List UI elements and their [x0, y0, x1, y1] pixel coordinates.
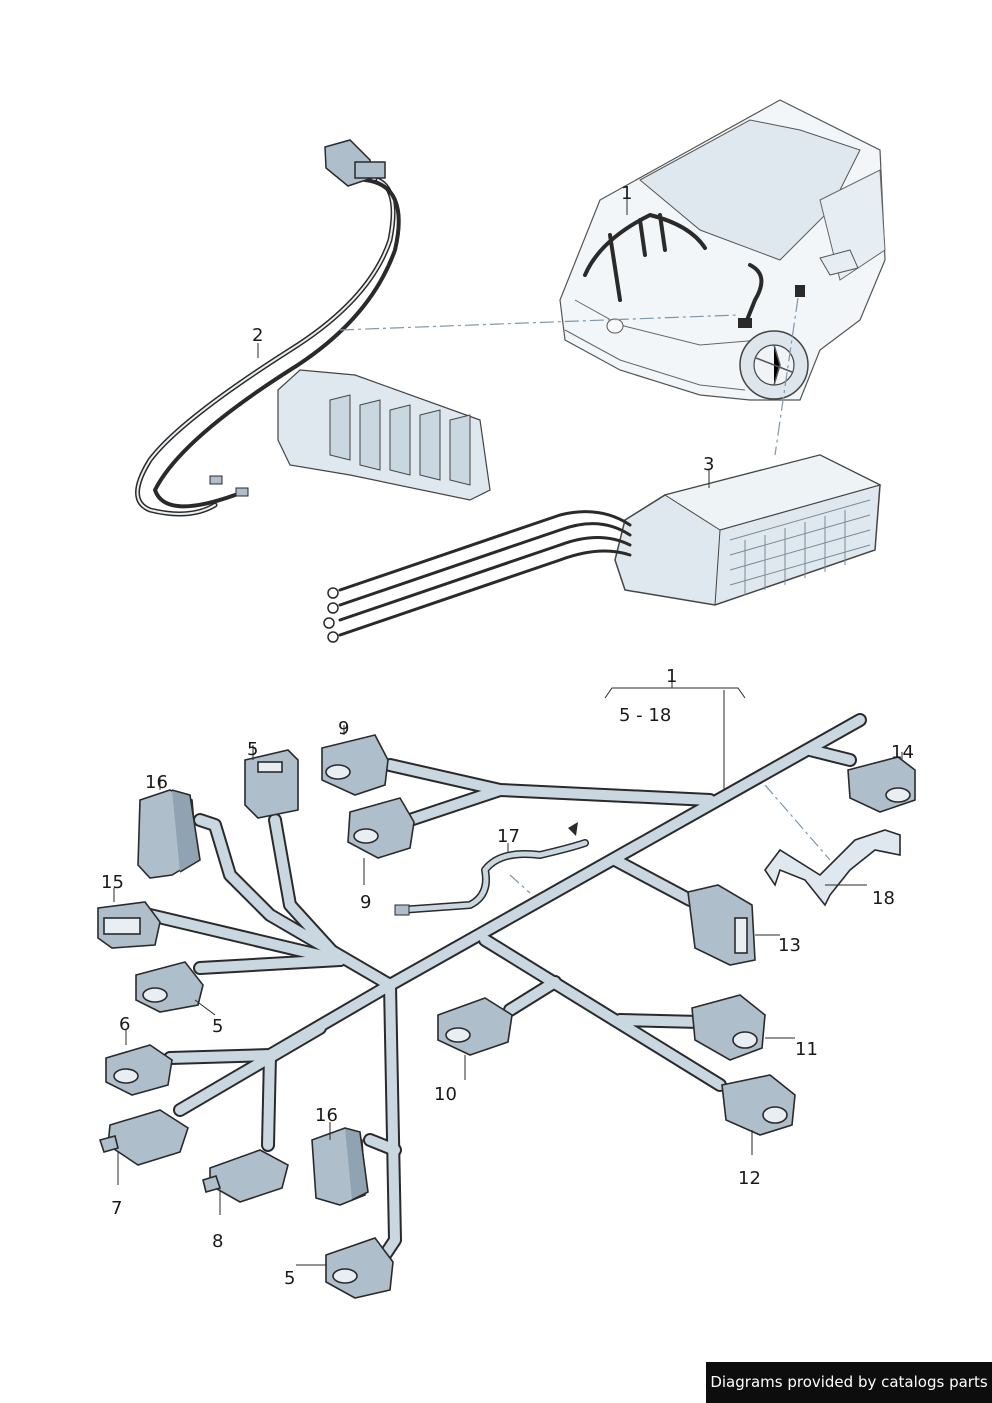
callout-17: 17: [497, 826, 520, 847]
connector-6: [105, 1044, 173, 1096]
callout-1-top: 1: [621, 183, 632, 204]
connector-5b: [135, 961, 204, 1013]
connector-12: [721, 1074, 796, 1136]
callout-6: 6: [119, 1014, 130, 1035]
fuse-bracket: [277, 369, 491, 501]
callout-7: 7: [111, 1198, 122, 1219]
connector-9a: [321, 734, 389, 796]
callout-9a: 9: [338, 718, 349, 739]
callout-16b: 16: [315, 1105, 338, 1126]
callout-5a: 5: [247, 739, 258, 760]
part-1-main-harness: [143, 713, 867, 1262]
callout-14: 14: [891, 742, 914, 763]
connector-8: [202, 1149, 289, 1203]
callout-9b: 9: [360, 892, 371, 913]
top-callout-ticks: [257, 198, 710, 488]
connector-5c: [325, 1237, 394, 1299]
connector-7: [98, 1109, 189, 1166]
part-3-fuse-box: [323, 454, 882, 643]
top-leaders: [339, 297, 799, 456]
callout-18: 18: [872, 888, 895, 909]
callout-15: 15: [101, 872, 124, 893]
lower-callout-ticks: [113, 680, 903, 1266]
callout-5b: 5: [212, 1016, 223, 1037]
callout-1-harness: 1: [666, 666, 677, 687]
car-illustration: [559, 99, 886, 401]
connector-10: [437, 997, 513, 1056]
connectors: [97, 734, 916, 1299]
callout-11: 11: [795, 1039, 818, 1060]
callout-5c: 5: [284, 1268, 295, 1289]
callout-13: 13: [778, 935, 801, 956]
callout-10: 10: [434, 1084, 457, 1105]
connector-16a: [137, 789, 201, 879]
connector-11: [691, 994, 766, 1061]
connector-5a: [244, 749, 299, 819]
callout-8: 8: [212, 1231, 223, 1252]
callout-range: 5 - 18: [619, 705, 671, 726]
part-18-bracket: [764, 829, 901, 907]
callout-labels: 1 2 3 1 5 - 18 5 9 16 14 17 9 15 18 13 5…: [101, 183, 914, 1289]
callout-12: 12: [738, 1168, 761, 1189]
part-2-ground-cable: [135, 139, 401, 517]
connector-9b: [347, 797, 415, 859]
connector-13: [687, 884, 756, 966]
connector-14: [847, 756, 916, 813]
credit-banner: Diagrams provided by catalogs parts: [706, 1362, 992, 1403]
lower-leaders: [509, 784, 831, 894]
part-17-cable: [394, 822, 589, 916]
callout-2: 2: [252, 325, 263, 346]
callout-16a: 16: [145, 772, 168, 793]
connector-16b: [311, 1127, 369, 1206]
connector-15: [97, 901, 161, 949]
callout-3: 3: [703, 454, 714, 475]
